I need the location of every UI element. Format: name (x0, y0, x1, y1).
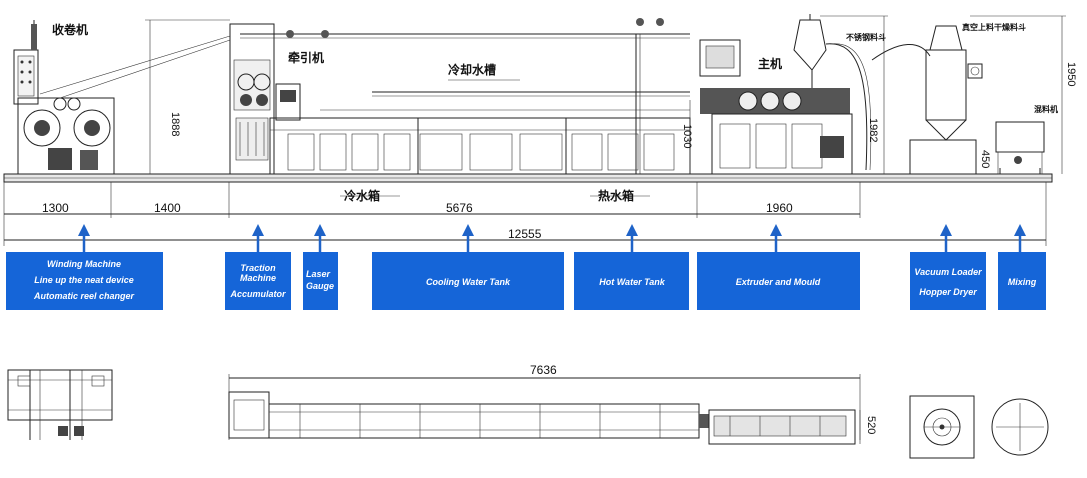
mixer-label-cn: 混料机 (1034, 104, 1058, 114)
vacuum-box (910, 252, 986, 310)
dim-seg1: 1300 (42, 201, 69, 215)
winding-line-2: Line up the neat device (34, 275, 134, 285)
traction-label-cn: 牵引机 (288, 50, 324, 65)
horizontal-dimensions (3, 182, 1047, 246)
main-machine-label-cn: 主机 (758, 56, 782, 71)
mixer-drawing (995, 121, 1045, 175)
traction-line-3: Accumulator (229, 289, 286, 299)
height-dimension-extruder: 1030 (681, 100, 693, 174)
hot-line-1: Hot Water Tank (599, 277, 666, 287)
cooling-tank-label-cn: 冷却水槽 (448, 62, 496, 77)
winding-machine-drawing (13, 20, 231, 175)
loader-plan (909, 395, 975, 459)
dim-seg4: 1960 (766, 201, 793, 215)
extruder-line-1: Extruder and Mould (736, 277, 821, 287)
laser-line-2: Gauge (306, 281, 334, 291)
vacuum-loader-drawing (871, 25, 983, 175)
traction-line-1: Traction (240, 263, 276, 273)
elevation-view: 收卷机 1888 牵引 (3, 14, 1077, 203)
extruder-box (697, 252, 860, 310)
dim-plan-length: 7636 (530, 363, 557, 377)
stainless-hopper-label-cn: 不锈钢料斗 (846, 32, 886, 42)
arrows (78, 224, 1026, 252)
cooling-line-1: Cooling Water Tank (426, 277, 511, 287)
laser-line-1: Laser (306, 269, 331, 279)
mixing-line-1: Mixing (1008, 277, 1037, 287)
component-boxes (6, 252, 1046, 310)
winding-line-1: Winding Machine (47, 259, 121, 269)
cold-water-box-label-cn: 冷水箱 (344, 188, 380, 203)
height-dimension-hopper: 1982 (820, 15, 888, 174)
dim-plan-width: 520 (865, 416, 877, 434)
dim-seg2: 1400 (154, 201, 181, 215)
dim-height-mixer: 450 (979, 150, 991, 168)
cooling-box (372, 252, 564, 310)
line-plan (228, 391, 856, 445)
winder-label-cn: 收卷机 (52, 22, 88, 37)
hot-box (574, 252, 689, 310)
mixer-plan (991, 398, 1049, 456)
height-dimension-loader: 1950 (970, 15, 1077, 174)
dim-height-extruder: 1030 (681, 124, 693, 148)
traction-box (225, 252, 291, 310)
plan-view: 7636 520 (7, 363, 1049, 459)
laser-box (303, 252, 338, 310)
dim-total: 12555 (508, 227, 542, 241)
dim-seg3: 5676 (446, 201, 473, 215)
height-dimension-traction: 1888 (145, 19, 230, 174)
hot-water-box-label-cn: 热水箱 (598, 188, 634, 203)
dim-height-traction: 1888 (169, 112, 181, 136)
traction-machine-drawing (229, 18, 690, 175)
mixing-box (998, 252, 1046, 310)
extruder-drawing (699, 14, 872, 175)
box-labels: Winding Machine Line up the neat device … (33, 259, 1037, 301)
winding-line-3: Automatic reel changer (33, 291, 135, 301)
vacuum-line-1: Vacuum Loader (914, 267, 982, 277)
cooling-water-tank-drawing (269, 79, 691, 197)
dim-height-hopper: 1982 (867, 118, 879, 142)
dim-height-loader: 1950 (1065, 62, 1077, 86)
winding-box (6, 252, 163, 310)
winder-plan (7, 369, 113, 440)
vacuum-line-2: Hopper Dryer (919, 287, 977, 297)
vacuum-loader-label-cn: 真空上料干燥料斗 (962, 22, 1026, 32)
traction-line-2: Machine (240, 273, 276, 283)
